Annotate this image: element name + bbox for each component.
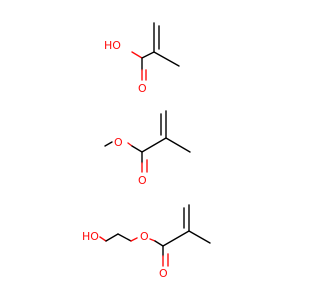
- hydroxyl-label: HO: [82, 230, 99, 243]
- carbonyl-oxygen-label: O: [138, 82, 147, 95]
- ester-oxygen-label: O: [140, 230, 149, 243]
- carbonyl-oxygen-label: O: [138, 174, 147, 187]
- hydroxyethyl-methacrylate-structure: HO O O: [82, 204, 211, 280]
- bond-o-c1: [127, 142, 133, 147]
- bond-c1-c2: [141, 51, 155, 59]
- hydroxyl-label: HO: [104, 39, 121, 52]
- bond-c1-c2: [141, 137, 167, 153]
- methyl-methacrylate-structure: O O: [104, 110, 191, 187]
- bond-c2-methyl: [153, 51, 180, 67]
- bond-ch2-o: [130, 237, 138, 242]
- bond-o-c1-black: [154, 240, 164, 247]
- bond-methyl-o: [104, 141, 113, 147]
- ether-oxygen-label: O: [114, 136, 123, 149]
- bond-ch2-ch2-a: [105, 233, 119, 242]
- bond-ho-c: [99, 236, 107, 242]
- bond-ch2-ch2-b: [117, 233, 132, 242]
- methacrylic-acid-structure: HO O: [104, 22, 180, 95]
- bond-c1-c2: [162, 230, 190, 247]
- bond-c2-methyl: [165, 137, 191, 153]
- bond-o-c1-black: [131, 145, 143, 153]
- structure-canvas: HO O O O HO O O: [82, 22, 211, 280]
- bond-o-c1: [149, 238, 156, 242]
- bond-c1-oh: [131, 51, 143, 59]
- bond-c2-methyl: [188, 230, 211, 244]
- carbonyl-oxygen-label: O: [159, 267, 168, 280]
